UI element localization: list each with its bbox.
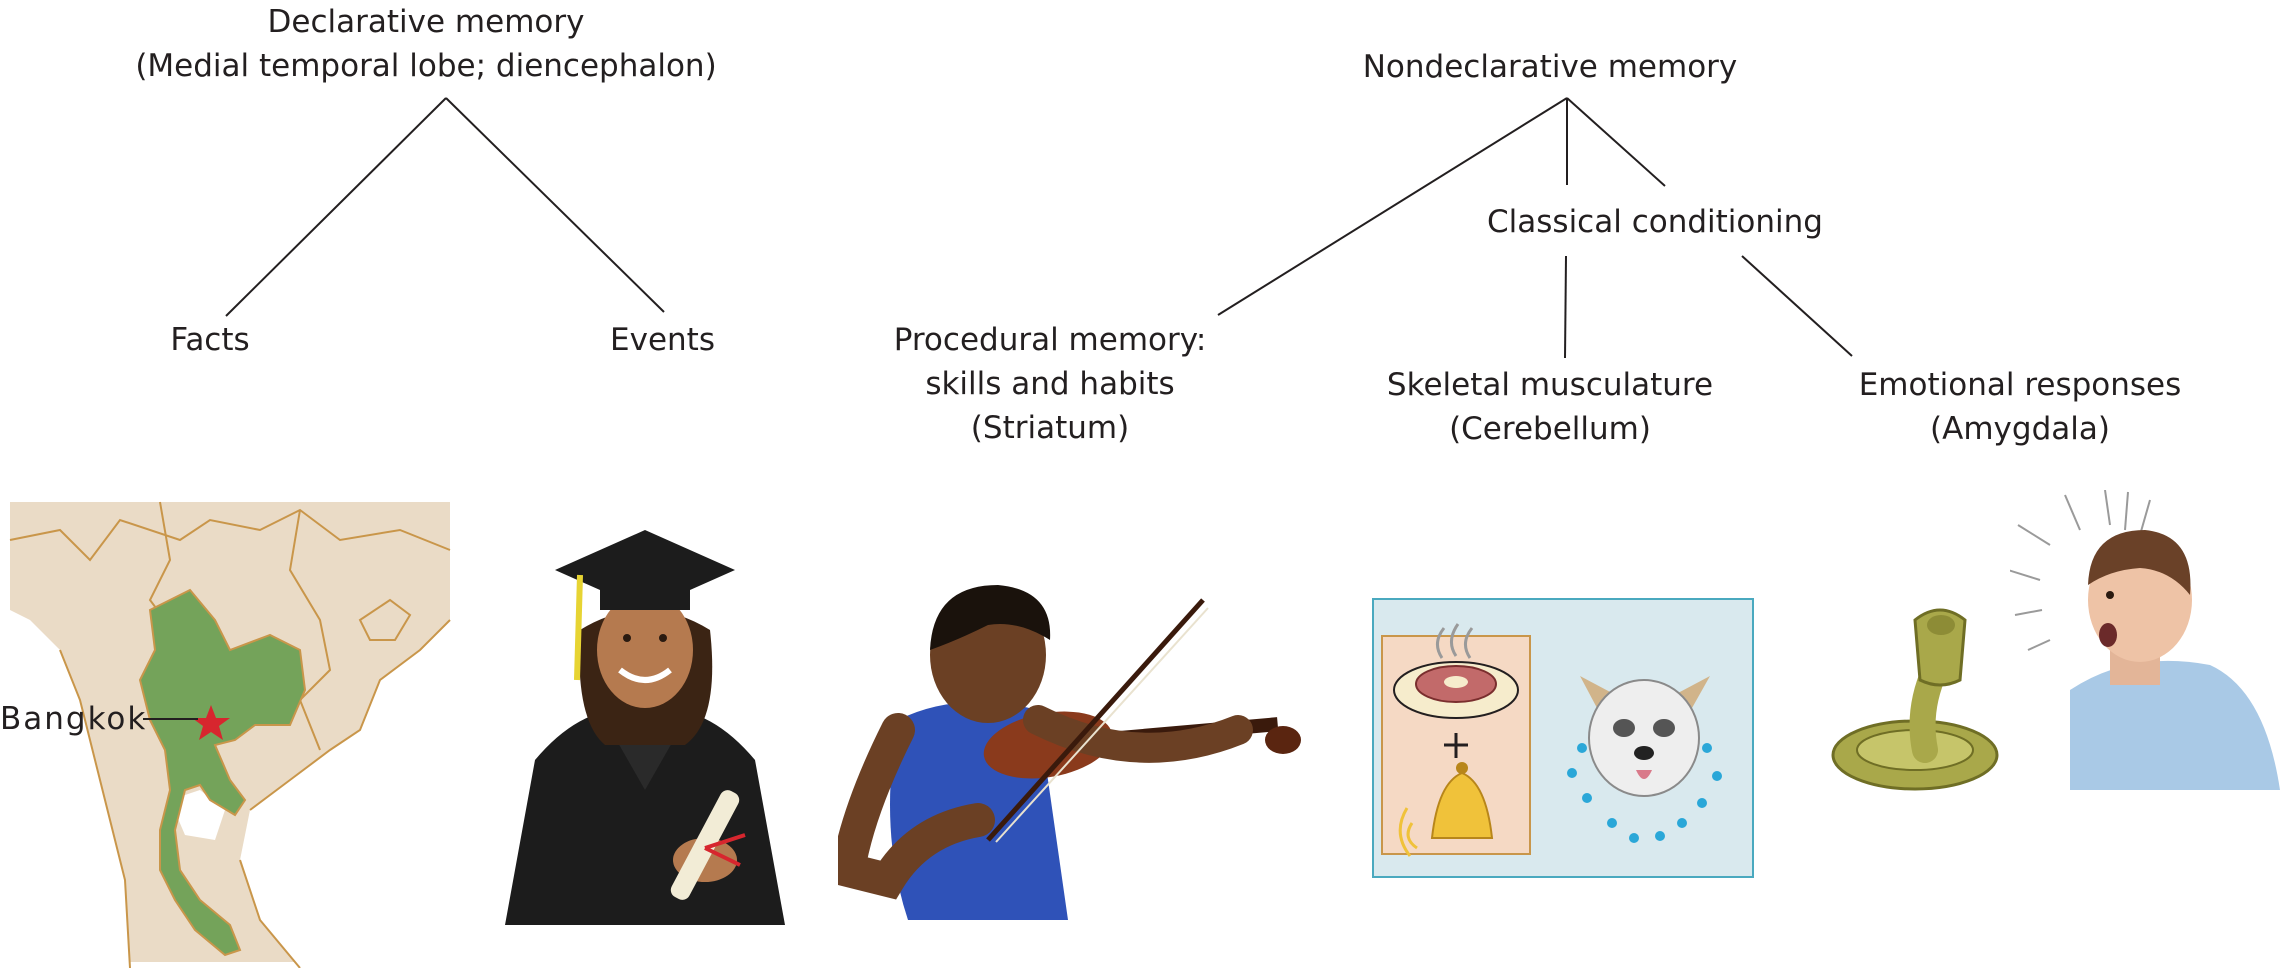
skeletal-line2: (Cerebellum) [1449,411,1651,447]
emotional-line1: Emotional responses [1858,367,2182,403]
procedural-line1: Procedural memory: [893,322,1207,358]
line-classical-emotional [1741,255,1853,357]
classical-conditioning-label: Classical conditioning [1487,204,1823,240]
thailand-map-icon: Bangkok [0,501,451,968]
conditioning-panel-icon [1372,598,1754,878]
line-nondeclarative-procedural [1217,97,1568,316]
procedural-line3: (Striatum) [970,410,1130,446]
skeletal-musculature-label: Skeletal musculature (Cerebellum) [1370,363,1730,451]
emotional-responses-label: Emotional responses (Amygdala) [1830,363,2210,451]
line-classical-skeletal [1564,255,1567,359]
procedural-line2: skills and habits [925,366,1175,402]
violinist-icon [838,585,1301,920]
events-label: Events [610,322,715,358]
declarative-memory-label: Declarative memory (Medial temporal lobe… [100,0,752,88]
line-nondeclarative-right [1566,97,1666,187]
emotional-line2: (Amygdala) [1930,411,2110,447]
bangkok-label: Bangkok [0,701,147,737]
declarative-subtitle: (Medial temporal lobe; diencephalon) [135,48,717,84]
declarative-title: Declarative memory [267,4,585,40]
graduate-icon [505,530,785,925]
facts-label: Facts [170,322,250,358]
procedural-memory-label: Procedural memory: skills and habits (St… [870,318,1230,450]
skeletal-line1: Skeletal musculature [1386,367,1714,403]
nondeclarative-memory-label: Nondeclarative memory [1362,49,1738,85]
startled-man-icon [2010,490,2280,790]
line-declarative-facts [225,97,447,317]
cobra-icon [1831,608,1999,791]
line-declarative-events [445,97,665,313]
